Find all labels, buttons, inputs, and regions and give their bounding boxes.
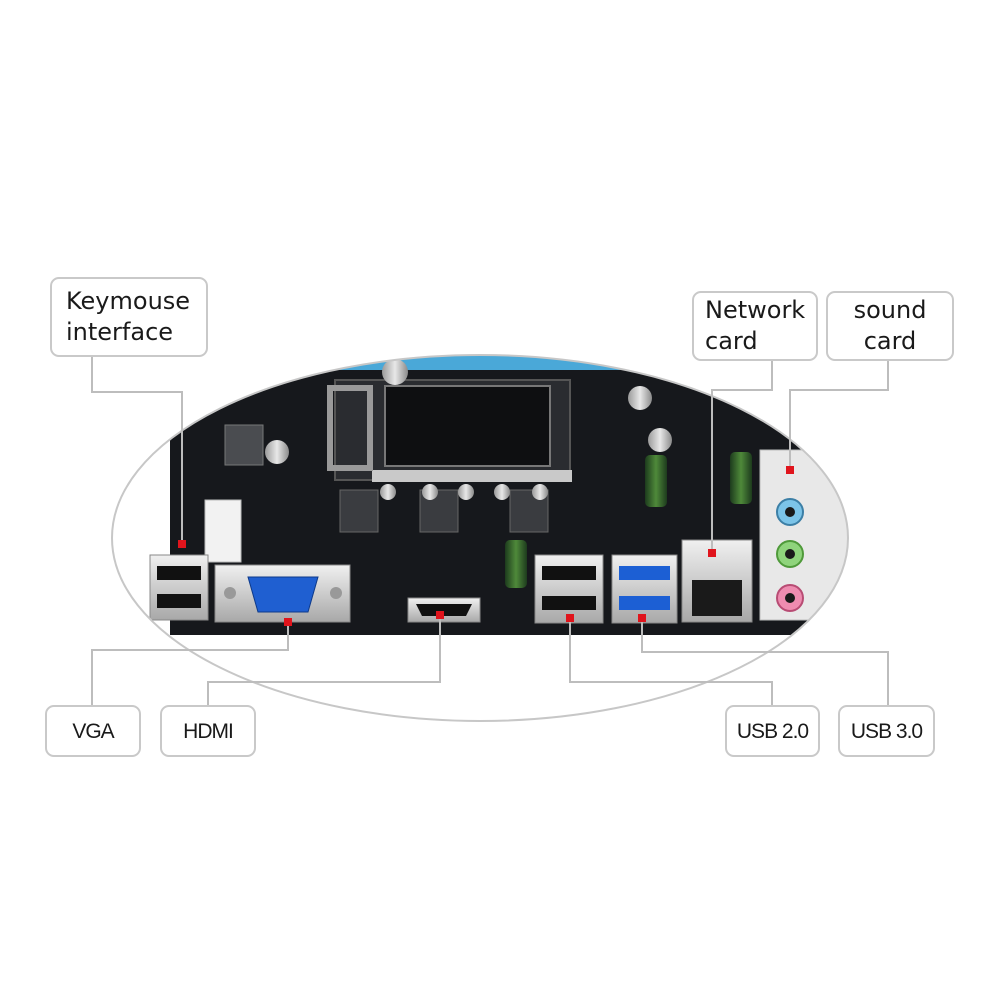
io-shield (759, 449, 848, 621)
hdmi-text: HDMI (183, 719, 234, 743)
usb2-text: USB 2.0 (736, 719, 809, 743)
oval-frame (111, 354, 849, 722)
vga-label: VGA (45, 705, 141, 757)
red-markers (178, 466, 794, 626)
keymouse-interface-text: Keymouse interface (66, 287, 191, 346)
usb3-label: USB 3.0 (838, 705, 935, 757)
sound-card-label: sound card (826, 291, 954, 361)
usb2-label: USB 2.0 (725, 705, 820, 757)
network-card-text: Network card (705, 296, 806, 355)
memory-slot (250, 355, 730, 370)
motherboard-photo (112, 355, 848, 721)
usb3-port (611, 554, 678, 624)
vga-text: VGA (72, 719, 114, 743)
leader-lines (91, 357, 889, 705)
usb2-port (534, 554, 604, 624)
network-card-label: Network card (692, 291, 818, 361)
sound-card-text: sound card (853, 296, 927, 355)
hdmi-label: HDMI (160, 705, 256, 757)
usb2-port-left (149, 554, 209, 621)
keymouse-interface-label: Keymouse interface (50, 277, 208, 357)
power-connector (204, 499, 242, 563)
usb3-text: USB 3.0 (850, 719, 923, 743)
